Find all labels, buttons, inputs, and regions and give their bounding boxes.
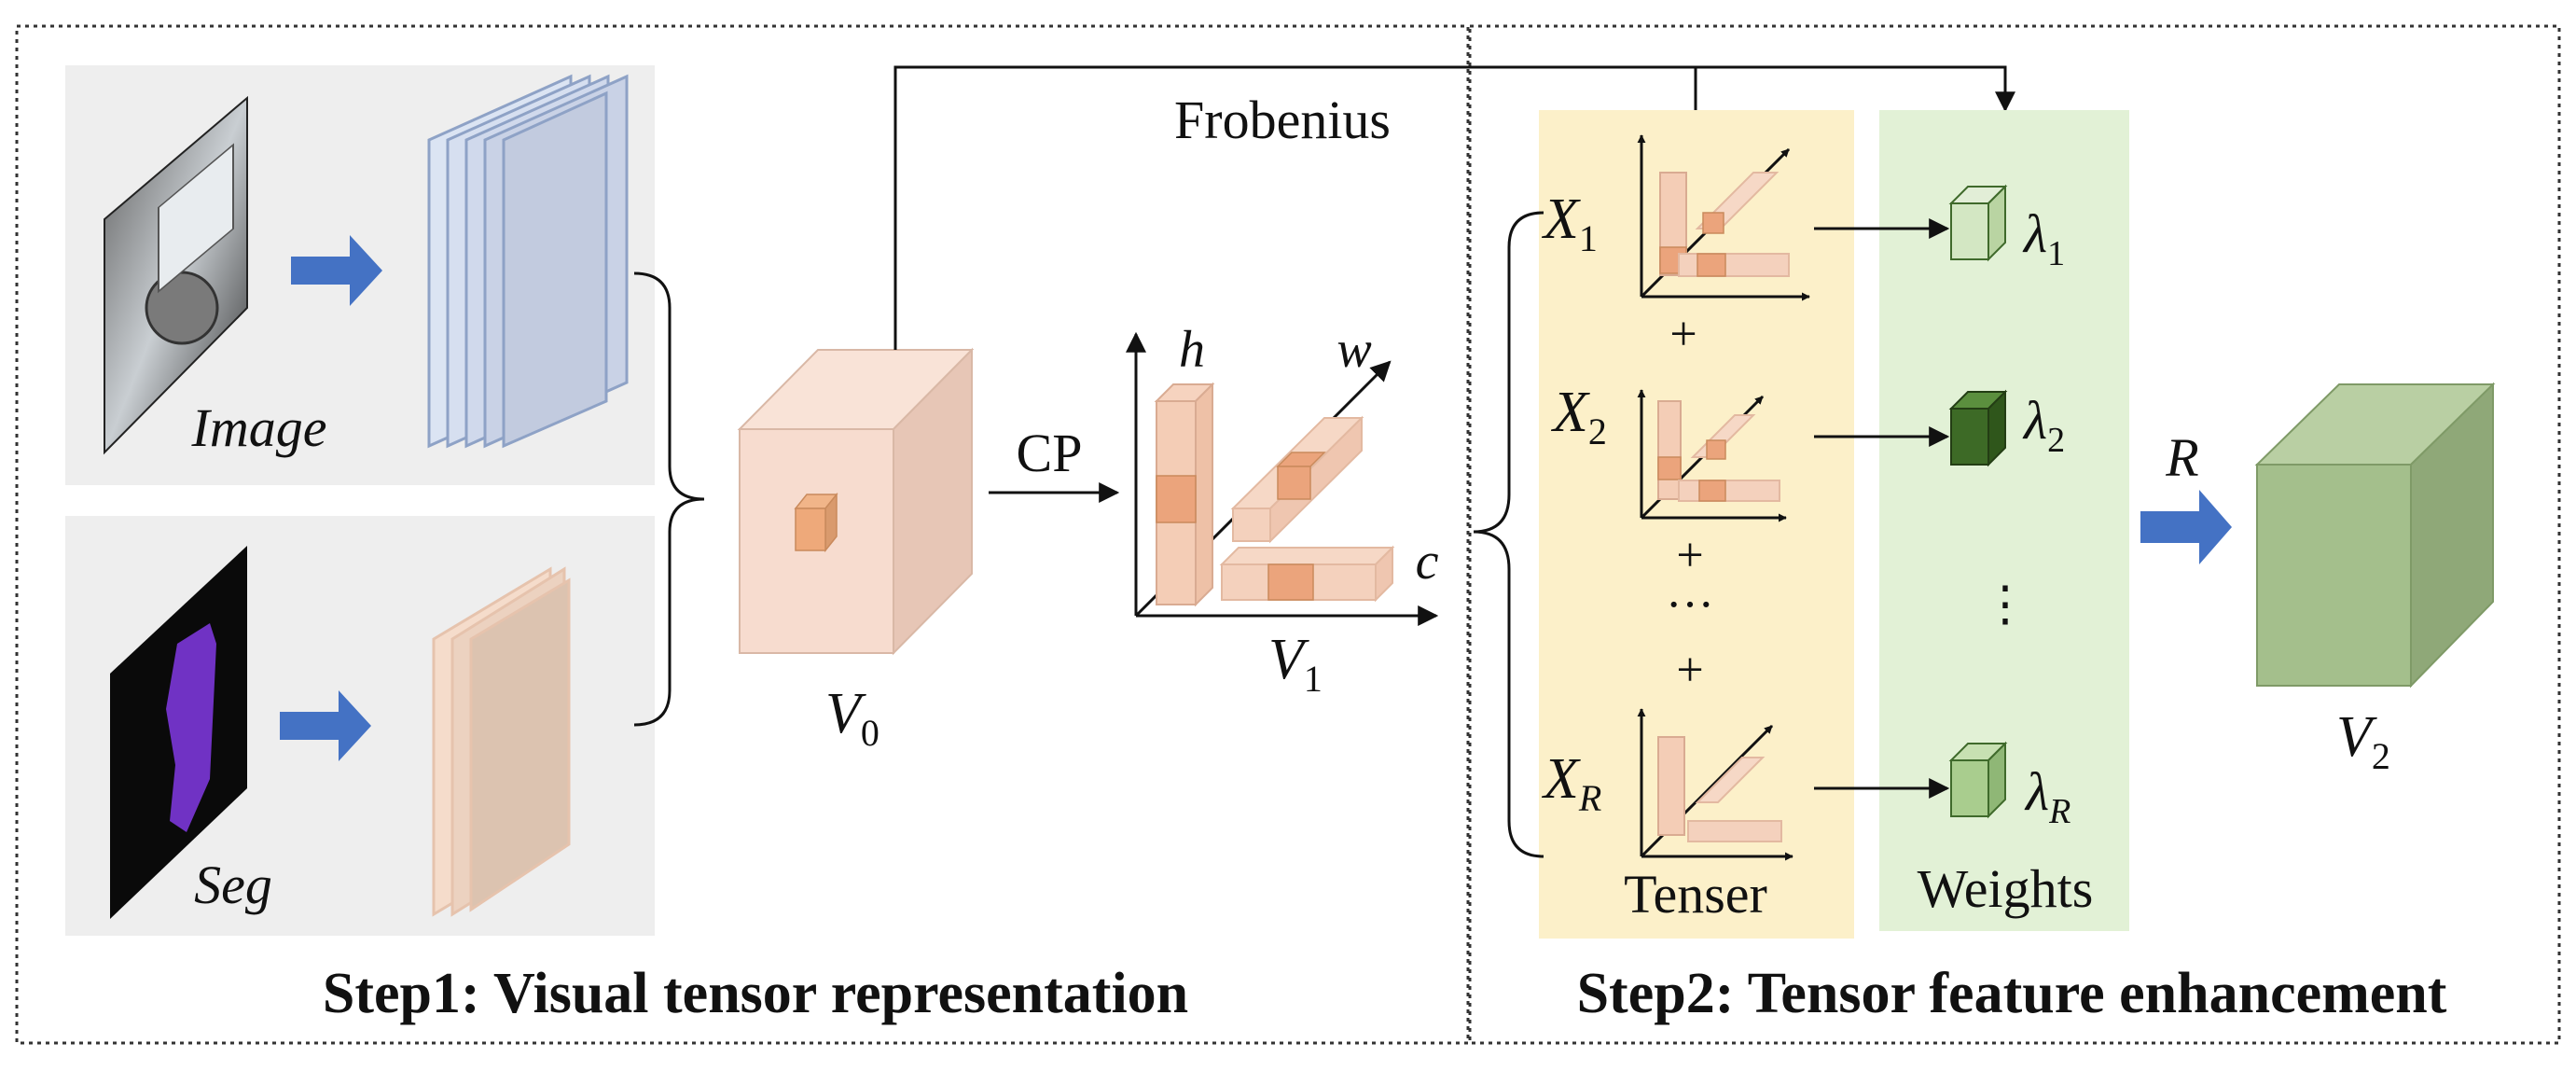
x1-label: X1 xyxy=(1541,188,1598,259)
frobenius-connector xyxy=(893,65,2015,350)
seg-feature-stack xyxy=(432,566,571,917)
weight-cube-r xyxy=(1948,741,2008,819)
fan-icon xyxy=(145,271,219,345)
axis-h-label: h xyxy=(1179,321,1205,379)
seg-panel: Seg xyxy=(65,516,655,936)
seg-label: Seg xyxy=(194,855,272,915)
plus-1: + xyxy=(1669,308,1697,361)
xr-label: XR xyxy=(1541,747,1601,819)
tensor-component-2 xyxy=(1637,389,1787,522)
blue-arrow-image xyxy=(291,235,382,306)
image-panel: Image xyxy=(65,65,655,485)
step1-title: Step1: Visual tensor representation xyxy=(323,962,1188,1025)
weight-cube-2 xyxy=(1948,389,2008,467)
lambda-vdots: ⋮ xyxy=(1981,578,2029,632)
step2-title: Step2: Tensor feature enhancement xyxy=(1577,962,2447,1025)
device-box xyxy=(158,143,234,294)
r-label: R xyxy=(2165,427,2198,488)
axis-c-label: c xyxy=(1416,533,1439,591)
lambda-1-label: λ1 xyxy=(2022,203,2065,273)
v2-label: V2 xyxy=(2336,705,2390,777)
seg-object xyxy=(166,623,216,832)
tenser-label: Tenser xyxy=(1624,864,1767,925)
v0-label: V0 xyxy=(825,682,879,754)
weights-label: Weights xyxy=(1918,858,2094,919)
tensor-component-r xyxy=(1637,708,1794,861)
v1-axes xyxy=(1126,331,1439,626)
v1-label: V1 xyxy=(1268,628,1323,700)
v0-cube xyxy=(737,347,975,656)
lambda-r-label: λR xyxy=(2024,761,2070,831)
v2-cube xyxy=(2254,382,2496,688)
step1-frame xyxy=(15,24,1470,1045)
tensor-component-1 xyxy=(1637,134,1810,301)
frobenius-label: Frobenius xyxy=(1174,90,1391,150)
blue-arrow-seg xyxy=(280,690,371,761)
weight-cube-1 xyxy=(1948,184,2008,262)
step2-brace xyxy=(1473,211,1544,858)
image-label: Image xyxy=(191,397,327,458)
lambda-2-label: λ2 xyxy=(2022,390,2065,460)
axis-w-label: w xyxy=(1336,321,1371,379)
step1-brace xyxy=(633,271,705,727)
cp-label: CP xyxy=(1017,423,1083,483)
dots-horizontal: ··· xyxy=(1666,578,1714,632)
image-feature-stack xyxy=(427,74,629,449)
plus-3: + xyxy=(1676,644,1703,697)
plus-2: + xyxy=(1676,529,1703,582)
step2-frame xyxy=(1468,24,2561,1045)
r-blue-arrow xyxy=(2140,490,2232,564)
x2-label: X2 xyxy=(1550,381,1607,452)
